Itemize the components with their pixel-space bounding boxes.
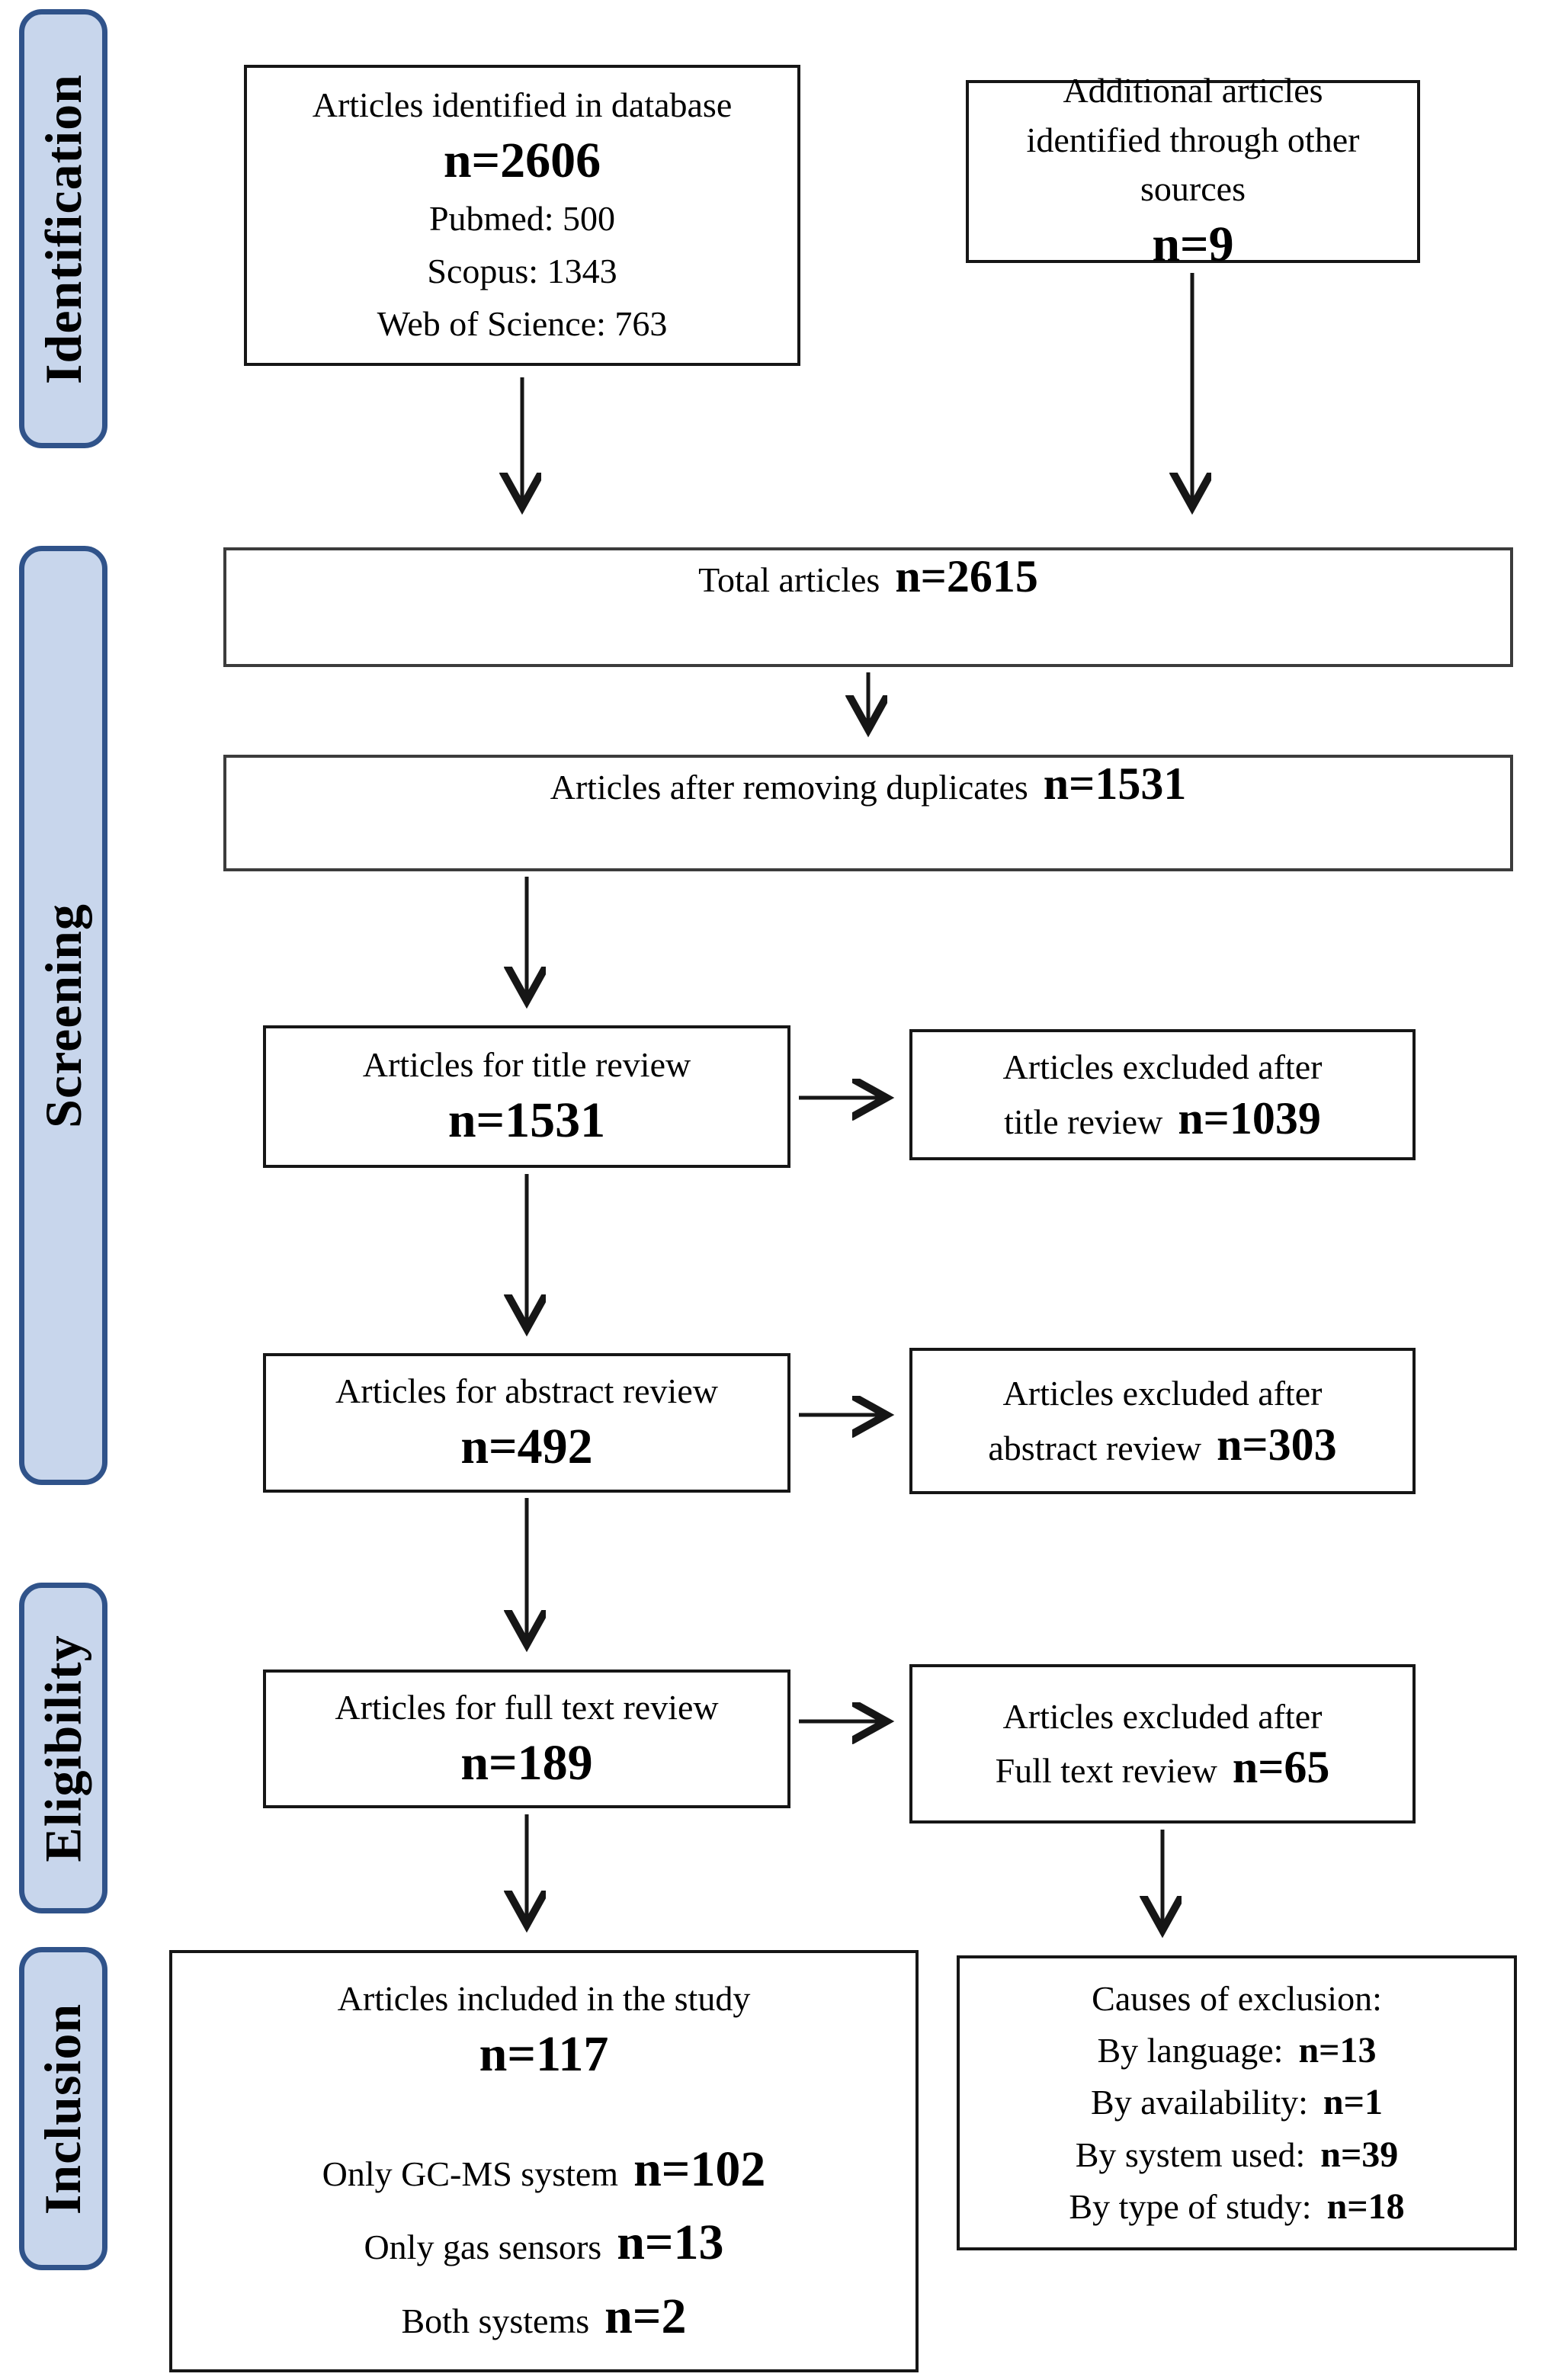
box-count: n=9 [1152, 217, 1234, 273]
breakdown-gcms-count: n=102 [633, 2141, 766, 2197]
box-excluded-fulltext-review: Articles excluded after Full text review… [909, 1664, 1416, 1823]
box-title: Additional articles identified through o… [1026, 71, 1360, 208]
breakdown-both-label: Both systems [401, 2301, 590, 2340]
box-excluded-abstract-review: Articles excluded after abstract review … [909, 1348, 1416, 1494]
causes-title: Causes of exclusion: [1092, 1978, 1382, 2018]
bar-total-articles: Total articles n=2615 [223, 547, 1513, 667]
cause-availability-label: By availability: [1091, 2083, 1308, 2122]
stage-label-identification: Identification [19, 9, 107, 448]
cause-language-count: n=13 [1298, 2029, 1377, 2070]
breakdown-sensors-label: Only gas sensors [364, 2228, 602, 2266]
breakdown-sensors-count: n=13 [617, 2215, 724, 2270]
excluded-line2: Full text review [995, 1751, 1217, 1790]
stage-label-eligibility: Eligibility [19, 1583, 107, 1913]
box-included-study: Articles included in the study n=117 Onl… [169, 1950, 919, 2372]
box-count: n=117 [479, 2026, 609, 2083]
box-title: Articles for title review [362, 1045, 691, 1085]
excluded-line2: title review [1004, 1102, 1163, 1141]
bar-count: n=2615 [895, 551, 1038, 601]
stage-label-text: Eligibility [34, 1634, 92, 1862]
cause-study-type-count: n=18 [1326, 2186, 1405, 2228]
excluded-count: n=65 [1232, 1742, 1330, 1792]
cause-availability-count: n=1 [1323, 2082, 1383, 2123]
stage-label-text: Identification [34, 73, 92, 384]
bar-after-duplicates: Articles after removing duplicates n=153… [223, 755, 1513, 871]
box-excluded-title-review: Articles excluded after title review n=1… [909, 1029, 1416, 1160]
box-causes-exclusion: Causes of exclusion: By language: n=13 B… [957, 1955, 1517, 2250]
source-web-of-science: Web of Science: 763 [377, 304, 668, 344]
box-title-review: Articles for title review n=1531 [263, 1025, 790, 1168]
excluded-line1: Articles excluded after [1002, 1047, 1323, 1087]
box-count: n=2606 [443, 132, 601, 188]
stage-label-text: Screening [34, 903, 92, 1128]
box-title: Articles included in the study [337, 1979, 751, 2018]
box-fulltext-review: Articles for full text review n=189 [263, 1670, 790, 1808]
breakdown-gcms-label: Only GC-MS system [322, 2154, 619, 2193]
cause-system-label: By system used: [1075, 2135, 1306, 2174]
bar-count: n=1531 [1043, 759, 1187, 809]
stage-label-text: Inclusion [34, 2003, 92, 2215]
box-title: Articles for full text review [335, 1687, 719, 1727]
bar-label: Articles after removing duplicates [550, 768, 1028, 807]
excluded-line1: Articles excluded after [1002, 1696, 1323, 1736]
box-count: n=1531 [447, 1092, 606, 1149]
breakdown-both-count: n=2 [604, 2288, 687, 2344]
box-count: n=492 [460, 1419, 593, 1475]
cause-study-type-label: By type of study: [1069, 2187, 1312, 2227]
box-additional-sources: Additional articles identified through o… [966, 71, 1420, 272]
stage-label-inclusion: Inclusion [19, 1947, 107, 2270]
excluded-line2: abstract review [988, 1428, 1202, 1467]
box-count: n=189 [460, 1734, 593, 1791]
excluded-count: n=303 [1217, 1419, 1337, 1470]
excluded-count: n=1039 [1178, 1092, 1321, 1143]
cause-language-label: By language: [1097, 2030, 1284, 2070]
cause-system-count: n=39 [1320, 2134, 1399, 2175]
bar-label: Total articles [698, 560, 880, 599]
box-title: Articles identified in database [312, 85, 733, 124]
source-pubmed: Pubmed: 500 [428, 199, 616, 239]
box-abstract-review: Articles for abstract review n=492 [263, 1353, 790, 1493]
stage-label-screening: Screening [19, 546, 107, 1485]
source-scopus: Scopus: 1343 [427, 252, 617, 291]
excluded-line1: Articles excluded after [1002, 1374, 1323, 1413]
box-title: Articles for abstract review [335, 1371, 718, 1411]
box-articles-identified: Articles identified in database n=2606 P… [244, 65, 800, 366]
